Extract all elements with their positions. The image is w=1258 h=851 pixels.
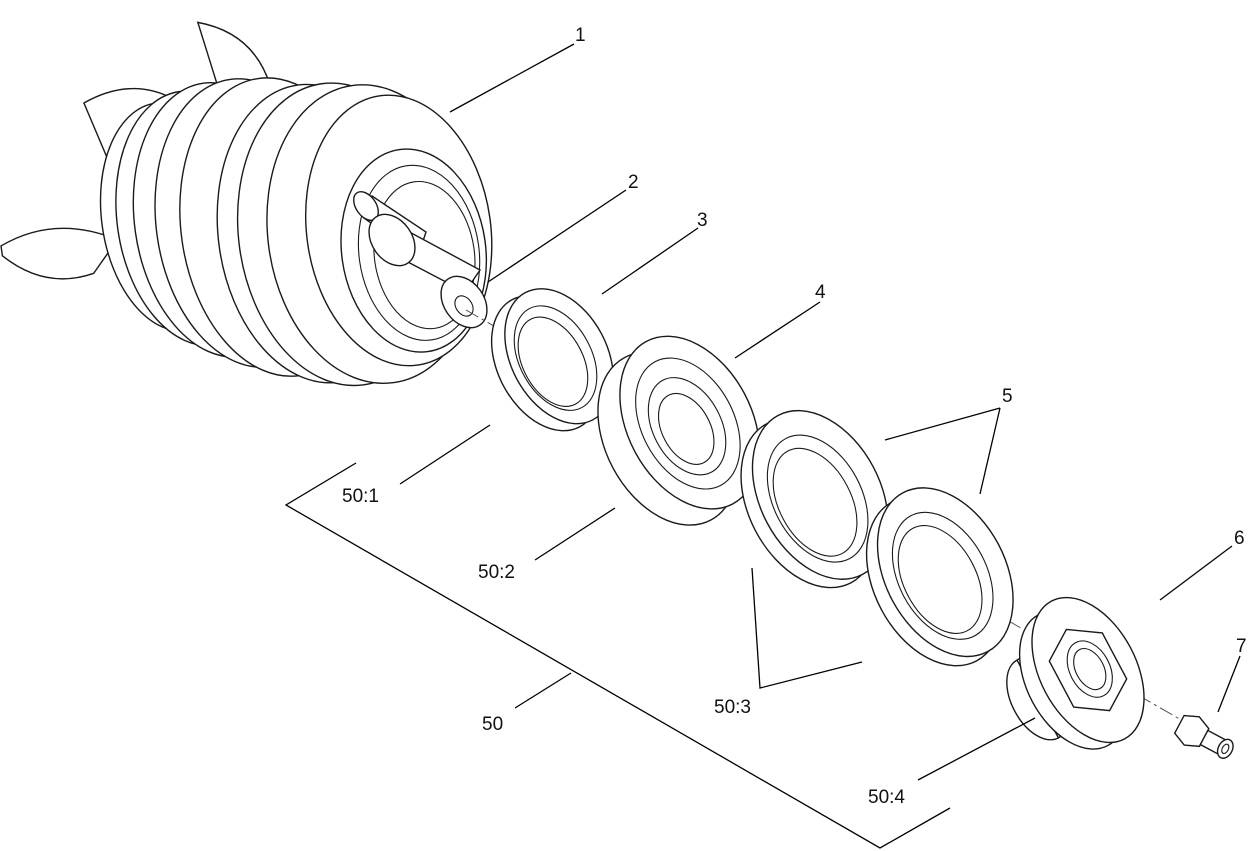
bearing xyxy=(597,335,761,526)
callout-5: 5 xyxy=(1002,386,1013,407)
leader-50-4 xyxy=(917,717,1036,781)
callout-50-1: 50:1 xyxy=(342,486,379,507)
seal-b xyxy=(865,487,1014,667)
callout-6: 6 xyxy=(1234,528,1245,549)
hex-nut-cap xyxy=(1006,596,1145,750)
leader-6 xyxy=(1159,545,1233,601)
shaft xyxy=(352,190,488,329)
callout-1: 1 xyxy=(575,25,586,46)
callout-50: 50 xyxy=(482,714,503,735)
leader-50 xyxy=(514,672,572,709)
leader-50-3 xyxy=(751,567,863,689)
leader-lines xyxy=(284,43,1241,849)
callout-3: 3 xyxy=(697,210,708,231)
grease-fitting xyxy=(1173,714,1234,759)
leader-1 xyxy=(449,43,575,113)
leader-7 xyxy=(1217,655,1241,713)
leader-50-1 xyxy=(399,424,491,485)
leader-5b xyxy=(979,407,1001,495)
reel-hub-assembly xyxy=(0,21,493,387)
leader-5a xyxy=(884,407,1001,441)
callout-2: 2 xyxy=(628,172,639,193)
seal xyxy=(490,288,614,432)
callout-50-2: 50:2 xyxy=(478,562,515,583)
callout-50-3: 50:3 xyxy=(714,697,751,718)
callout-7: 7 xyxy=(1236,636,1247,657)
leader-2 xyxy=(487,189,627,283)
leader-50-bracket xyxy=(284,462,951,849)
leader-50-2 xyxy=(534,507,616,561)
leader-3 xyxy=(601,227,699,295)
callout-4: 4 xyxy=(815,282,826,303)
leader-4 xyxy=(734,301,821,359)
seal-a xyxy=(740,409,889,589)
callout-50-4: 50:4 xyxy=(868,787,905,808)
